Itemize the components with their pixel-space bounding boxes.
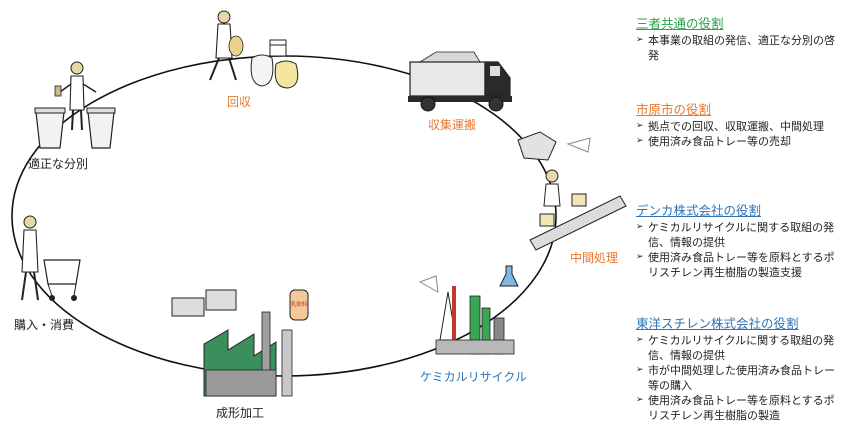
- label-collection: 回収: [227, 95, 252, 109]
- role-denka-item: ケミカルリサイクルに関する取組の発信、情報の提供: [636, 220, 836, 250]
- molding-illustration: [171, 289, 309, 397]
- truck-illustration: [408, 51, 512, 112]
- truck-icon: [408, 51, 512, 112]
- waste-pile-icon: [517, 131, 557, 161]
- role-common-item: 本事業の取組の発信、適正な分別の啓発: [636, 33, 836, 63]
- role-ichihara-item: 使用済み食品トレー等の売却: [636, 134, 836, 149]
- chemical-plant-illustration: [418, 265, 519, 355]
- trash-bin-icon: [86, 107, 116, 149]
- milk-bottle-icon: [289, 289, 309, 321]
- person-icon: [209, 10, 244, 81]
- label-purchase: 購入・消費: [14, 318, 75, 332]
- collection-illustration: [209, 10, 299, 89]
- factory-tower-icon: [435, 286, 515, 355]
- label-molding: 成形加工: [216, 406, 265, 420]
- flask-icon: [499, 265, 519, 287]
- role-common: 三者共通の役割 本事業の取組の発信、適正な分別の啓発: [636, 16, 836, 63]
- food-tray-icon: [171, 289, 237, 317]
- garbage-bag-icon: [250, 54, 299, 89]
- conveyor-icon: [529, 195, 627, 251]
- role-toyo-styrene-item: ケミカルリサイクルに関する取組の発信、情報の提供: [636, 333, 836, 363]
- role-ichihara: 市原市の役割 拠点での回収、収取運搬、中間処理 使用済み食品トレー等の売却: [636, 102, 836, 149]
- role-common-title: 三者共通の役割: [636, 16, 724, 31]
- milk-bottle-label: 乳飲料: [291, 300, 308, 308]
- label-sorting: 適正な分別: [28, 157, 89, 171]
- tray-icon: [566, 137, 591, 153]
- sorting-illustration: [34, 61, 116, 149]
- person-icon: [21, 215, 39, 301]
- label-chemical-recycling: ケミカルリサイクル: [420, 370, 528, 384]
- intermediate-processing-illustration: [517, 131, 627, 251]
- worker-icon: [543, 169, 561, 207]
- role-ichihara-item: 拠点での回収、収取運搬、中間処理: [636, 119, 836, 134]
- factory-icon: [203, 311, 293, 397]
- role-toyo-styrene-item: 市が中間処理した使用済み食品トレー等の購入: [636, 363, 836, 393]
- role-ichihara-title: 市原市の役割: [636, 102, 712, 117]
- role-toyo-styrene-item: 使用済み食品トレー等を原料とするポリスチレン再生樹脂の製造: [636, 393, 836, 423]
- purchase-illustration: [21, 215, 81, 301]
- tray-icon: [418, 275, 439, 293]
- trash-bin-icon: [34, 107, 66, 149]
- label-intermediate: 中間処理: [570, 251, 619, 265]
- shopping-cart-icon: [43, 259, 81, 301]
- role-denka-item: 使用済み食品トレー等を原料とするポリスチレン再生樹脂の製造支援: [636, 250, 836, 280]
- role-toyo-styrene: 東洋スチレン株式会社の役割 ケミカルリサイクルに関する取組の発信、情報の提供 市…: [636, 316, 836, 423]
- role-denka: デンカ株式会社の役割 ケミカルリサイクルに関する取組の発信、情報の提供 使用済み…: [636, 203, 836, 280]
- box-icon: [539, 193, 587, 227]
- role-denka-title: デンカ株式会社の役割: [636, 203, 762, 218]
- label-transport: 収集運搬: [428, 118, 477, 132]
- person-icon: [54, 61, 97, 131]
- role-toyo-styrene-title: 東洋スチレン株式会社の役割: [636, 316, 799, 331]
- calendar-icon: [269, 39, 287, 57]
